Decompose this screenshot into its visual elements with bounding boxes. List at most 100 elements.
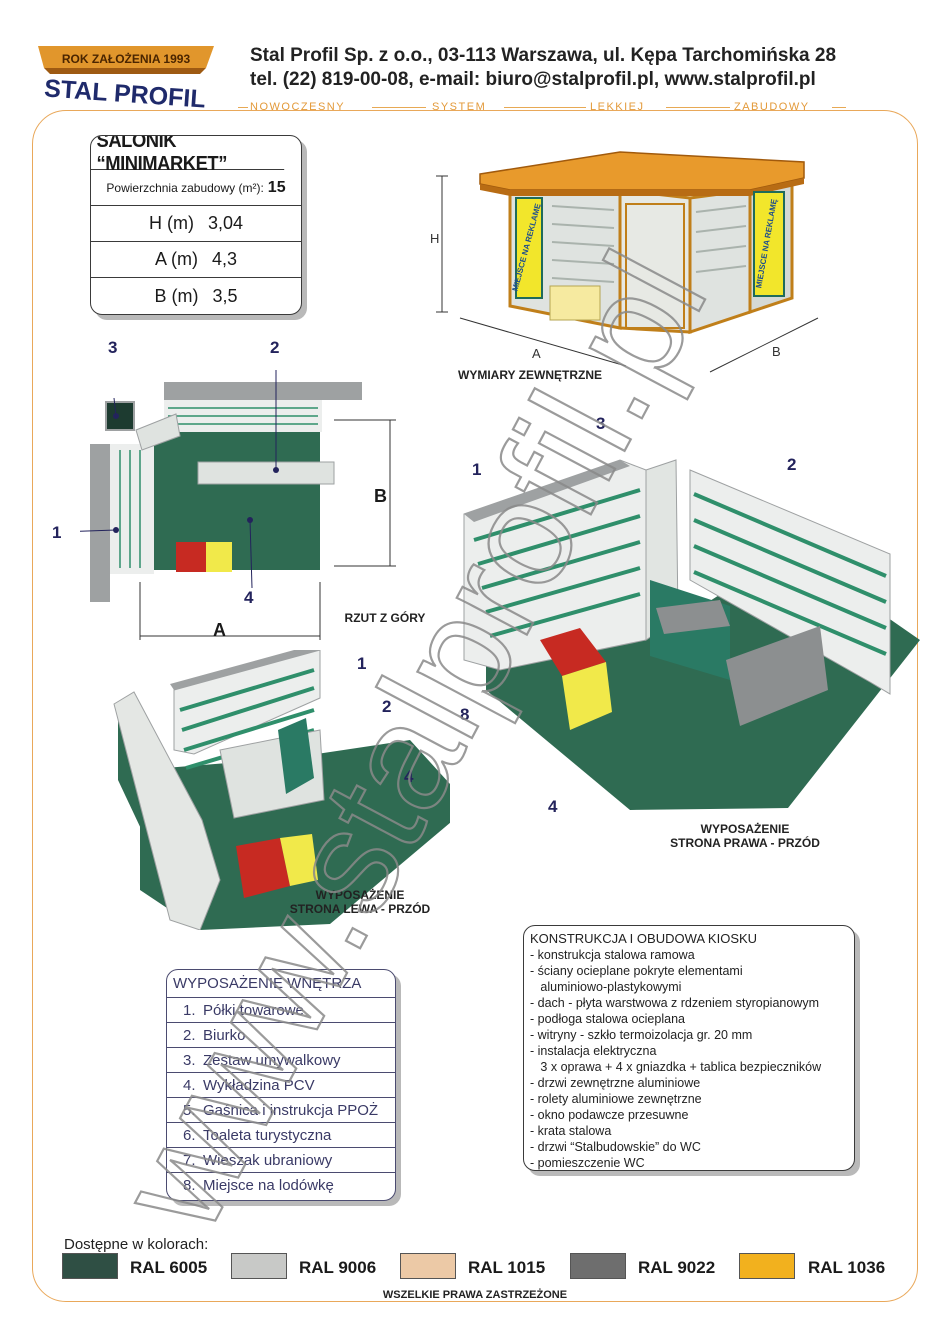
equipment-item-number: 3. [183, 1051, 196, 1069]
spec-row-label: B (m) [154, 285, 199, 306]
color-swatch [400, 1253, 456, 1279]
spec-row-value: 3,5 [212, 285, 238, 306]
callout-number: 1 [472, 460, 482, 479]
construction-line: - drzwi “Stalbudowskie” do WC [530, 1140, 701, 1154]
spec-title: SALONIK “MINIMARKET” [91, 136, 285, 175]
equipment-item-number: 7. [183, 1151, 196, 1169]
top-view-illustration [80, 370, 396, 640]
slogan-word: NOWOCZESNY [250, 101, 346, 113]
slogan-word: SYSTEM [432, 101, 487, 113]
color-swatch [739, 1253, 795, 1279]
construction-line: 3 x oprawa + 4 x gniazdka + tablica bezp… [530, 1060, 822, 1074]
logo-est-text: ROK ZAŁOŻENIA 1993 [62, 51, 191, 66]
left-view-caption-line: WYPOSAŻENIE [315, 888, 405, 902]
company-contact: tel. (22) 819-00-08, e-mail: biuro@stalp… [250, 69, 816, 90]
equipment-item: 4. Wykładzina PCV [167, 1073, 395, 1098]
spec-row-value: 4,3 [211, 249, 238, 269]
logo-name-text: STAL PROFIL [43, 74, 206, 110]
slogan-divider [666, 107, 730, 108]
spec-row-value: 3,04 [207, 213, 244, 233]
spec-row-label: H (m) [148, 213, 194, 233]
page-frame [32, 110, 918, 1302]
equipment-title: WYPOSAŻENIE WNĘTRZA [167, 970, 395, 998]
right-view-caption: WYPOSAŻENIE STRONA PRAWA - PRZÓD [640, 822, 850, 850]
equipment-item-label: Miejsce na lodówkę [203, 1177, 334, 1194]
dim-b-label: B [374, 486, 387, 506]
company-header: Stal Profil Sp. z o.o., 03-113 Warszawa,… [250, 44, 836, 92]
equipment-item: 7.Wieszak ubraniowy [167, 1148, 395, 1173]
kiosk-exterior-illustration: H A B MIEJSCE NA REKLAMĘ MIEJSCE NA REKL… [430, 151, 819, 373]
dim-a-label: A [532, 346, 541, 361]
callout-number: 4 [404, 767, 414, 786]
color-name: RAL 9006 [299, 1258, 377, 1277]
spec-row: A (m) 4,3 [91, 242, 301, 278]
equipment-item-label: Biurko [203, 1026, 246, 1044]
equipment-item: 8. Miejsce na lodówkę [167, 1173, 395, 1198]
equipment-item-number: 2. [183, 1026, 196, 1044]
color-name: RAL 9022 [638, 1258, 716, 1277]
construction-line: - witryny - szkło termoizolacja gr. 20 m… [530, 1028, 753, 1042]
construction-line: - podłoga stalowa ocieplana [530, 1012, 685, 1026]
slogan-word: ZABUDOWY [734, 101, 810, 113]
construction-line: aluminiowo-plastykowymi [530, 980, 682, 994]
spec-row: B (m) 3,5 [91, 278, 301, 314]
slogan-word: LEKKIEJ [590, 101, 645, 113]
callout-number: 8 [460, 705, 470, 724]
interior-right-illustration [463, 459, 920, 810]
slogan-divider [372, 107, 426, 108]
construction-line: - okno podawcze przesuwne [530, 1108, 689, 1122]
colors-label: Dostępne w kolorach: [64, 1236, 209, 1253]
callout-number: 3 [108, 338, 118, 357]
equipment-item-number: 1. [183, 1001, 196, 1019]
color-name: RAL 1036 [808, 1258, 886, 1277]
slogan-divider [238, 107, 248, 108]
color-swatch [570, 1253, 626, 1279]
spec-row-label: A (m) [154, 249, 198, 269]
spec-area-row: Powierzchnia zabudowy (m²): 15 [91, 170, 301, 206]
construction-line: - dach - płyta warstwowa z rdzeniem styr… [530, 996, 819, 1010]
equipment-list: WYPOSAŻENIE WNĘTRZA 1. Półki towarowe 2. B… [166, 969, 396, 1201]
interior-left-illustration [113, 650, 450, 930]
equipment-item-number: 4. [183, 1076, 196, 1094]
spec-area-label: Powierzchnia zabudowy (m²): [106, 180, 264, 195]
construction-line: - krata stalowa [530, 1124, 612, 1138]
equipment-item-number: 8. [183, 1177, 196, 1194]
construction-line: - instalacja elektryczna [530, 1044, 657, 1058]
equipment-item: 1. Półki towarowe [167, 998, 395, 1023]
top-view-caption: RZUT Z GÓRY [344, 611, 426, 625]
right-view-caption-line: STRONA PRAWA - PRZÓD [670, 836, 820, 850]
callout-number: 4 [244, 588, 254, 607]
equipment-item: 5.Gaśnica i instrukcja PPOŻ [167, 1098, 395, 1123]
color-swatch [231, 1253, 287, 1279]
construction-line: - ściany ocieplane pokryte elementami [530, 964, 743, 978]
color-name: RAL 6005 [130, 1258, 208, 1277]
left-view-caption: WYPOSAŻENIE STRONA LEWA - PRZÓD [270, 888, 450, 916]
callout-number: 4 [548, 797, 558, 816]
footer-rights-text: WSZELKIE PRAWA ZASTRZEŻONE [376, 1289, 574, 1301]
callout-number: 2 [382, 697, 392, 716]
equipment-item-label: Toaleta turystyczna [203, 1126, 332, 1144]
spec-card: SALONIK “MINIMARKET” Powierzchnia zabudo… [90, 135, 302, 315]
left-view-caption-line: STRONA LEWA - PRZÓD [289, 902, 431, 916]
equipment-item: 2. Biurko [167, 1023, 395, 1048]
callout-number: 1 [357, 654, 367, 673]
exterior-caption: WYMIARY ZEWNĘTRZNE [458, 368, 602, 382]
equipment-item-number: 5. [183, 1101, 196, 1119]
construction-line: - pomieszczenie WC [530, 1156, 645, 1170]
equipment-item-label: Zestaw umywalkowy [203, 1051, 341, 1069]
dim-b-label: B [772, 344, 781, 359]
construction-line: - rolety aluminiowe zewnętrzne [530, 1092, 702, 1106]
color-name: RAL 1015 [468, 1258, 546, 1277]
callout-number: 3 [596, 414, 606, 433]
construction-line: - drzwi zewnętrzne aluminiowe [530, 1076, 701, 1090]
callout-number: 2 [787, 455, 797, 474]
equipment-item-label: Wykładzina PCV [203, 1076, 315, 1094]
slogan-divider [832, 107, 846, 108]
company-address: Stal Profil Sp. z o.o., 03-113 Warszawa,… [250, 45, 837, 66]
equipment-item-label: Półki towarowe [203, 1001, 304, 1019]
callout-number: 2 [270, 338, 280, 357]
equipment-item: 6.Toaleta turystyczna [167, 1123, 395, 1148]
construction-title: KONSTRUKCJA I OBUDOWA KIOSKU [530, 931, 758, 946]
construction-panel: KONSTRUKCJA I OBUDOWA KIOSKU - konstrukc… [523, 925, 855, 1171]
right-view-caption-line: WYPOSAŻENIE [700, 822, 790, 836]
